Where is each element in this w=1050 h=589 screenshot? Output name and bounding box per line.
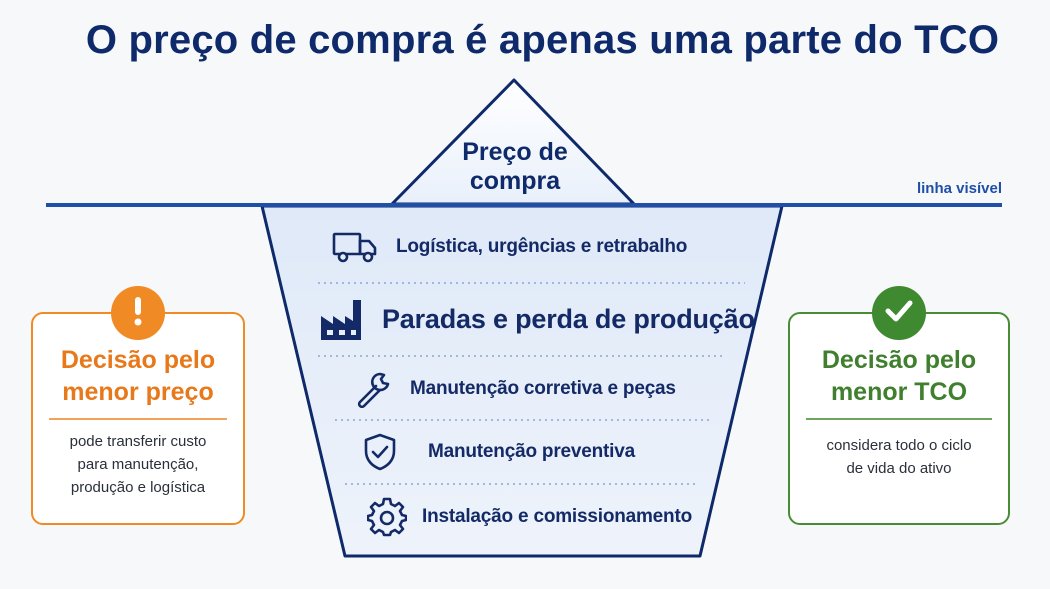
layer-label: Instalação e comissionamento	[422, 506, 692, 527]
exclamation-badge	[111, 286, 165, 340]
wrench-icon	[352, 370, 394, 408]
layer-label: Manutenção preventiva	[428, 441, 635, 462]
card-title: Decisão pelo menor preço	[33, 344, 243, 408]
truck-icon	[330, 230, 380, 264]
layer-installation: Instalação e comissionamento	[366, 497, 692, 537]
tip-label-line1: Preço de	[462, 138, 568, 166]
card-body-line1: pode transferir custo	[69, 433, 207, 450]
card-body-line3: produção e logística	[70, 479, 206, 496]
shield-check-icon	[360, 432, 400, 472]
layer-label: Paradas e perda de produção	[382, 303, 755, 334]
lowest-price-card: Decisão pelo menor preço pode transferir…	[31, 286, 245, 525]
card-body: considera todo o ciclo de vida do ativo	[800, 434, 998, 480]
page-title: O preço de compra é apenas uma parte do …	[85, 18, 1000, 62]
card-title-line2: menor TCO	[830, 378, 968, 406]
layer-production: Paradas e perda de produção	[318, 296, 755, 342]
visible-line-label: linha visível	[916, 180, 1002, 197]
purchase-price-label: Preço de compra	[440, 138, 590, 196]
card-title-line1: Decisão pelo	[821, 346, 977, 374]
gear-icon	[366, 497, 408, 537]
layer-label: Manutenção corretiva e peças	[410, 378, 676, 399]
card-divider	[806, 418, 992, 420]
card-body: pode transferir custo para manutenção, p…	[43, 430, 233, 499]
layer-preventive-maintenance: Manutenção preventiva	[360, 432, 635, 472]
layer-logistics: Logística, urgências e retrabalho	[330, 230, 687, 264]
checkmark-badge	[872, 286, 926, 340]
checkmark-icon	[884, 298, 914, 329]
card-title-line2: menor preço	[62, 378, 214, 406]
card-body-line2: de vida do ativo	[846, 460, 952, 477]
card-divider	[49, 418, 227, 420]
card-title-line1: Decisão pelo	[60, 346, 216, 374]
layer-corrective-maintenance: Manutenção corretiva e peças	[352, 370, 676, 408]
layer-label: Logística, urgências e retrabalho	[396, 236, 688, 257]
exclamation-icon	[131, 295, 145, 332]
card-body-line1: considera todo o ciclo	[826, 437, 972, 454]
factory-icon	[318, 296, 366, 342]
card-body-line2: para manutenção,	[77, 456, 199, 473]
card-title: Decisão pelo menor TCO	[790, 344, 1008, 408]
tip-label-line2: compra	[469, 167, 561, 195]
lowest-tco-card: Decisão pelo menor TCO considera todo o …	[788, 286, 1010, 525]
